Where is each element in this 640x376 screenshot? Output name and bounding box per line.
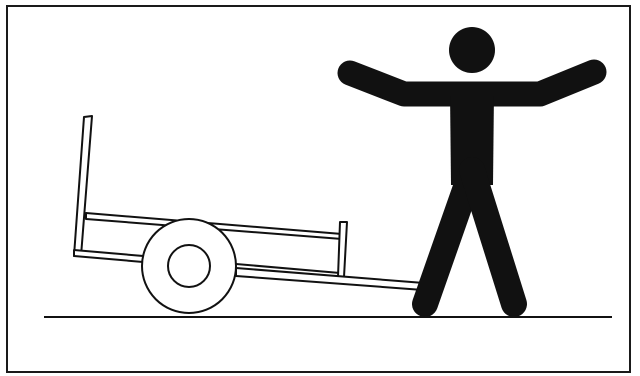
- cart-wheel-hub: [168, 245, 210, 287]
- cart-icon: [74, 116, 424, 313]
- person-figure-icon: [350, 27, 594, 304]
- person-head: [449, 27, 495, 73]
- cart-back-post: [74, 116, 92, 256]
- person-right-leg: [472, 170, 514, 304]
- person-arms: [350, 72, 594, 94]
- cart-front-post: [338, 222, 347, 277]
